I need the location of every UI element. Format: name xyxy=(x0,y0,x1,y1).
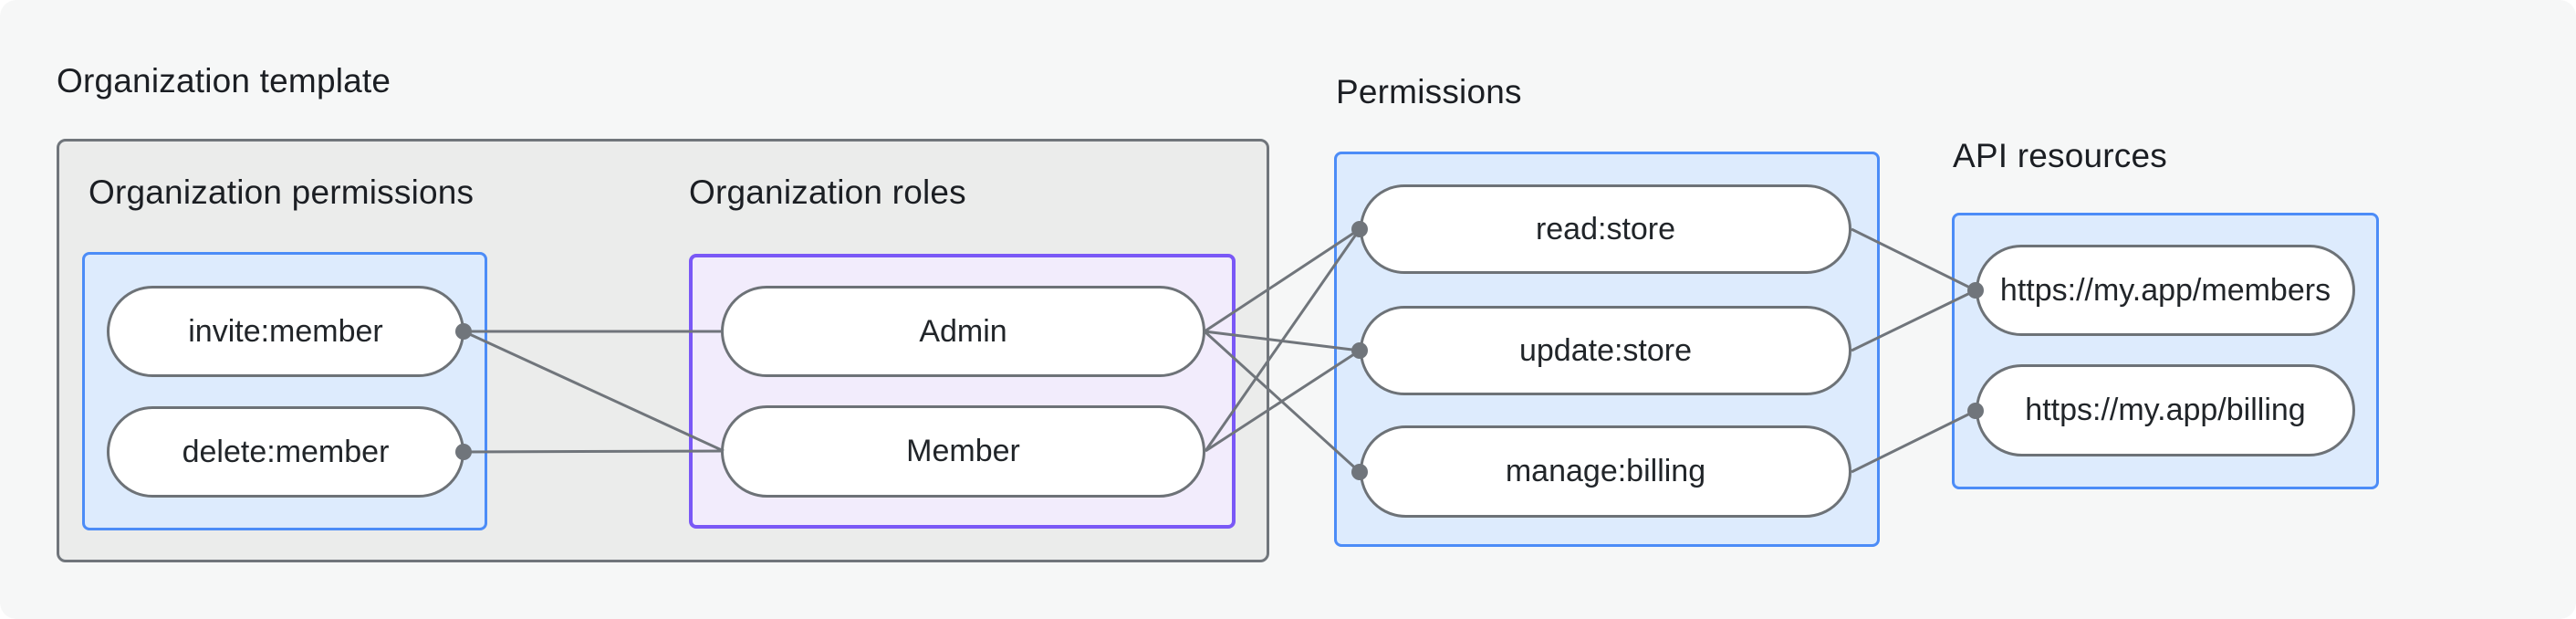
organization-permissions-label: Organization permissions xyxy=(89,173,475,211)
api-resources-label: API resources xyxy=(1953,137,2167,174)
organization-roles-label: Organization roles xyxy=(689,173,966,211)
node-member-role: Member xyxy=(721,405,1205,498)
node-admin-role: Admin xyxy=(721,286,1205,377)
node-api-billing-url: https://my.app/billing xyxy=(1976,364,2355,456)
node-read-store: read:store xyxy=(1360,184,1851,274)
node-api-members-url: https://my.app/members xyxy=(1976,245,2355,336)
node-delete-member: delete:member xyxy=(107,406,464,498)
permissions-label: Permissions xyxy=(1336,73,1522,110)
organization-template-title: Organization template xyxy=(57,62,391,100)
node-invite-member: invite:member xyxy=(107,286,464,377)
node-update-store: update:store xyxy=(1360,306,1851,395)
node-manage-billing: manage:billing xyxy=(1360,425,1851,518)
